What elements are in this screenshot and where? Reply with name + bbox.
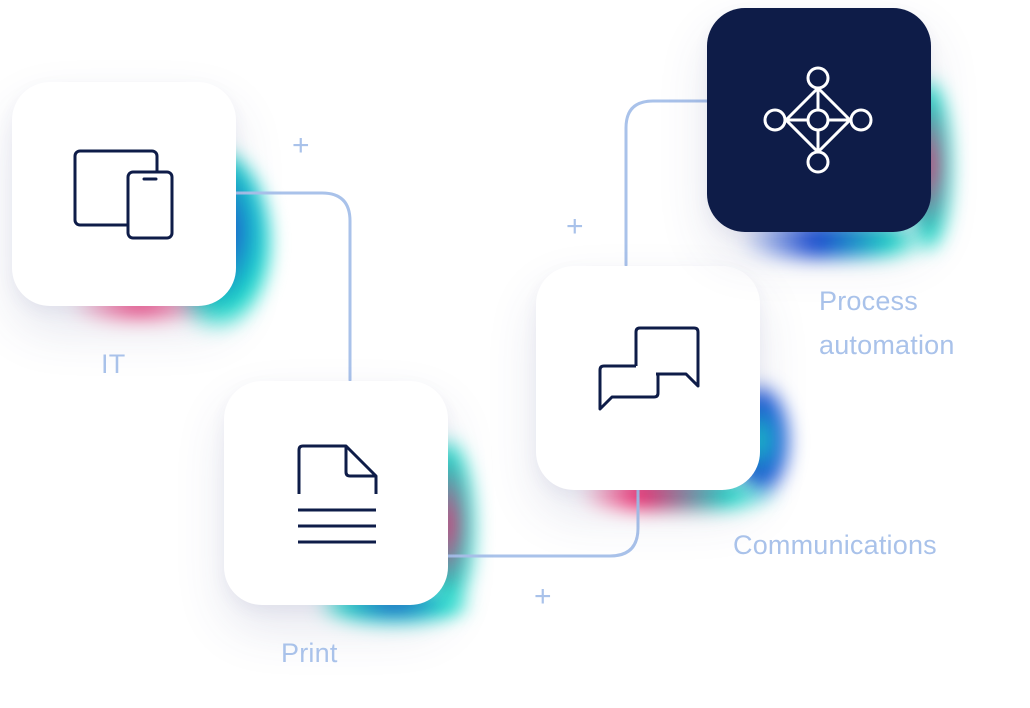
connector-it-print xyxy=(234,191,352,382)
label-process-line1: Process xyxy=(819,286,918,316)
plus-communications-process: + xyxy=(566,210,584,243)
connector-print-communications xyxy=(446,488,640,558)
chat-bubbles-icon xyxy=(598,326,700,411)
label-print: Print xyxy=(281,638,338,668)
tile-print xyxy=(224,381,448,605)
label-communications: Communications xyxy=(733,530,937,560)
tile-process-automation xyxy=(707,8,931,232)
label-process-automation: Process automation xyxy=(819,279,955,367)
label-it: IT xyxy=(101,349,126,379)
plus-print-communications: + xyxy=(534,580,552,613)
plus-it-print: + xyxy=(292,129,310,162)
connector-communications-process xyxy=(624,99,709,267)
tile-it xyxy=(12,82,236,306)
tile-communications xyxy=(536,266,760,490)
document-icon xyxy=(297,444,378,544)
network-nodes-icon xyxy=(763,66,873,174)
devices-icon xyxy=(73,149,174,240)
label-process-line2: automation xyxy=(819,330,955,360)
